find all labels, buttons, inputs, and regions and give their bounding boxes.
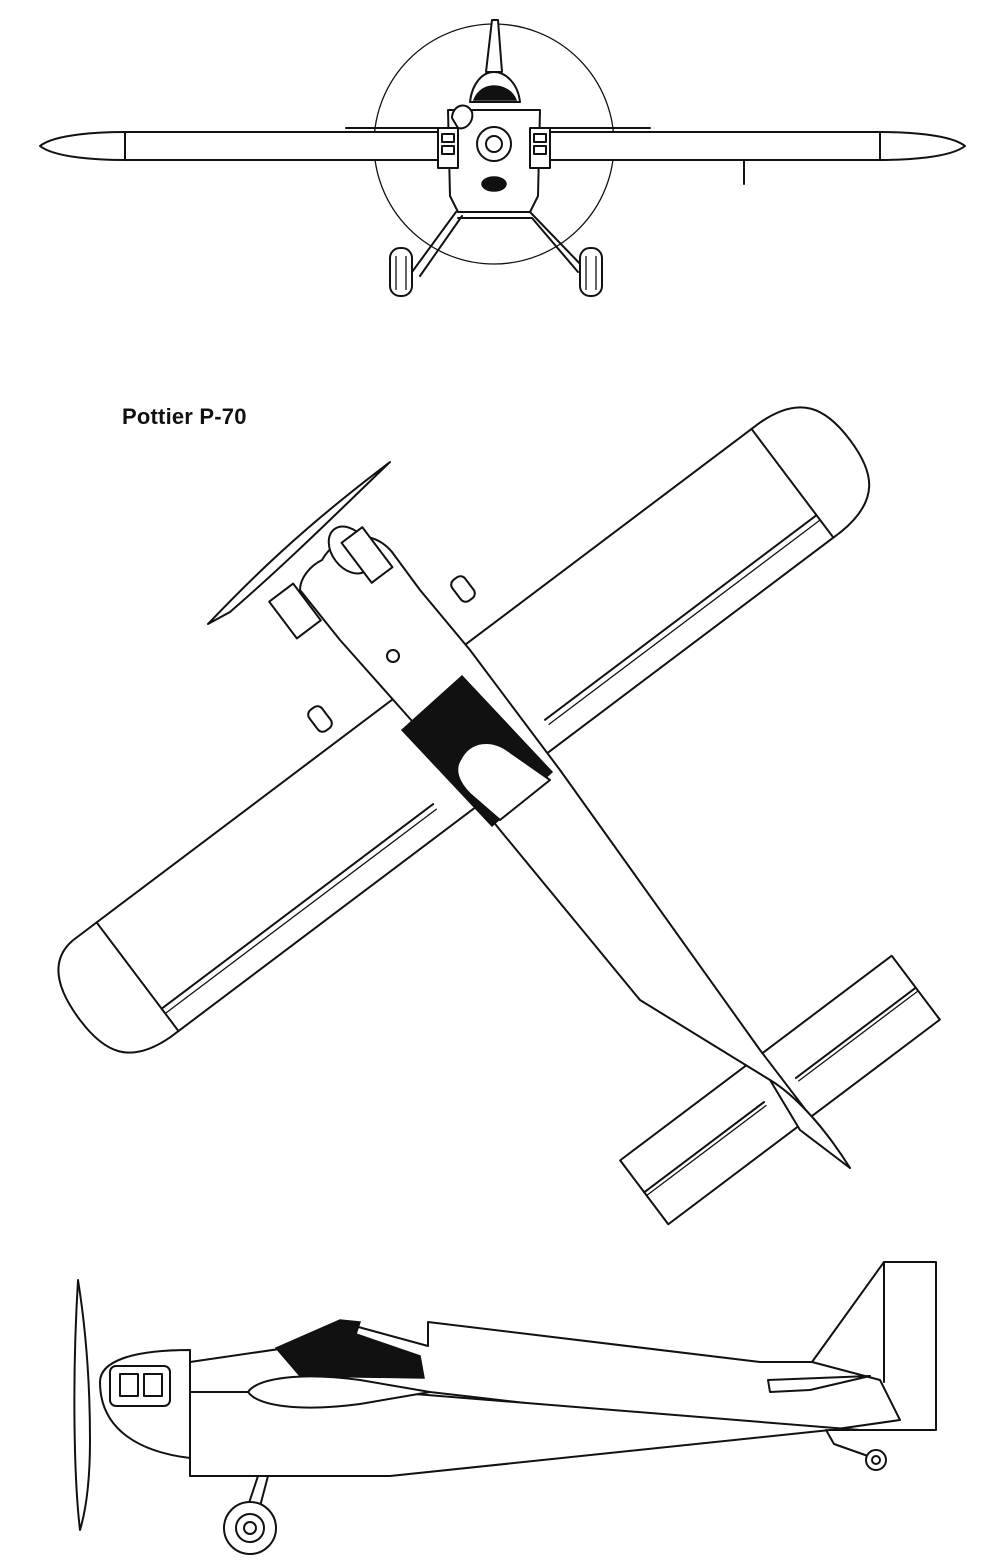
top-view <box>57 406 941 1226</box>
side-landing-gear <box>223 1475 277 1555</box>
air-intake <box>481 176 507 192</box>
front-fin <box>485 19 503 73</box>
front-wing <box>39 127 966 185</box>
drawing-title: Pottier P-70 <box>122 404 247 429</box>
front-view <box>39 19 966 297</box>
side-view <box>73 1261 937 1555</box>
side-engine <box>109 1365 171 1407</box>
front-engine-cylinders <box>437 104 551 169</box>
top-engine-cylinders <box>268 526 394 640</box>
front-landing-gear <box>389 211 603 297</box>
side-canopy <box>274 1319 425 1379</box>
side-tailwheel <box>825 1429 887 1471</box>
side-wing-root <box>247 1375 431 1409</box>
side-propeller <box>73 1279 91 1531</box>
top-propeller <box>207 461 391 625</box>
